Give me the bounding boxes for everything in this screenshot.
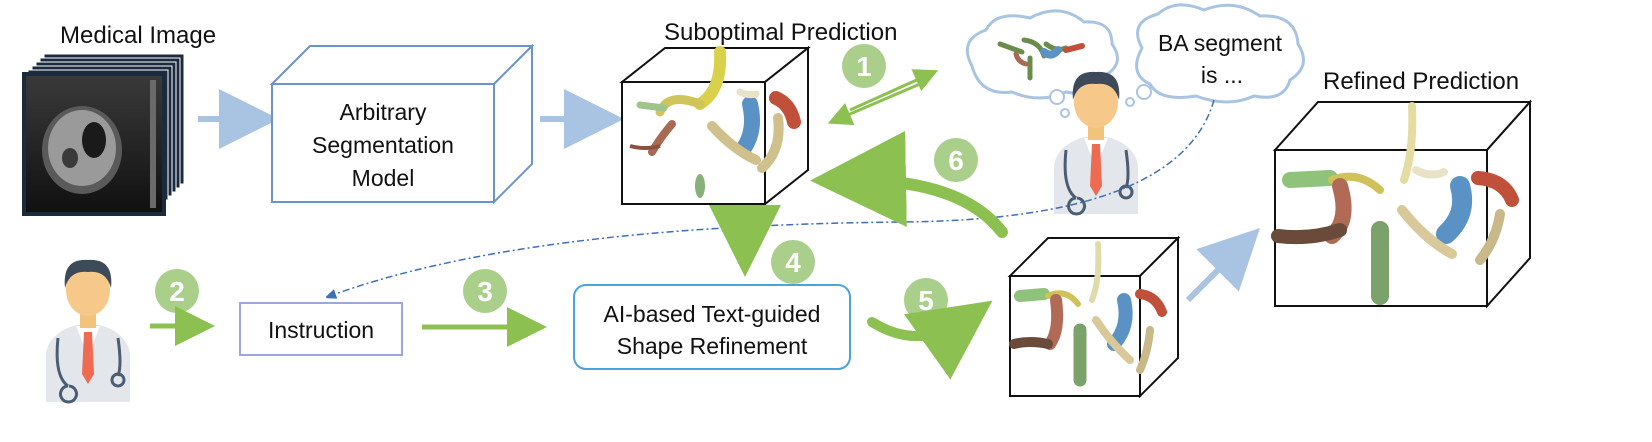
model-label-line3: Model bbox=[352, 165, 415, 191]
step-4-number: 4 bbox=[785, 247, 801, 278]
model-label-line1: Arbitrary bbox=[340, 99, 427, 125]
refinement-box bbox=[573, 284, 851, 370]
instruction-box bbox=[239, 302, 403, 356]
doctor-icon bbox=[44, 258, 132, 404]
suboptimal-prediction-title: Suboptimal Prediction bbox=[664, 19, 897, 46]
arrow-refine-to-intermediate bbox=[867, 300, 993, 380]
vessel-3d-icon bbox=[1009, 241, 1167, 387]
step-3-badge bbox=[463, 269, 507, 313]
step-2-badge bbox=[155, 269, 199, 313]
arrow-from-doctor-thought bbox=[827, 82, 921, 126]
refinement-label-line1: AI-based Text-guided bbox=[604, 301, 821, 327]
refinement-label-line2: Shape Refinement bbox=[617, 333, 808, 359]
refined-prediction-cube bbox=[1271, 99, 1533, 309]
arrow-to-doctor-thought bbox=[849, 69, 939, 112]
step-6-number: 6 bbox=[948, 145, 964, 176]
step-4-badge bbox=[771, 240, 815, 284]
segmentation-model-box: Arbitrary Segmentation Model bbox=[269, 43, 535, 205]
speech-cloud: BA segment is ... bbox=[1125, 3, 1305, 107]
thought-text-line1: BA segment bbox=[1158, 30, 1283, 56]
step-3-number: 3 bbox=[477, 276, 493, 307]
vessel-3d-icon bbox=[1271, 102, 1519, 305]
suboptimal-prediction-cube bbox=[619, 45, 811, 207]
intermediate-prediction-cube bbox=[1007, 235, 1181, 399]
medical-image-title: Medical Image bbox=[60, 22, 216, 49]
thought-text-line2: is ... bbox=[1201, 62, 1243, 88]
step-6-badge bbox=[934, 138, 978, 182]
ct-scan-stack-icon bbox=[22, 53, 185, 216]
step-2-number: 2 bbox=[169, 276, 185, 307]
model-label-line2: Segmentation bbox=[312, 132, 454, 158]
instruction-feedback-line bbox=[330, 99, 1215, 296]
instruction-label: Instruction bbox=[268, 317, 374, 343]
vessel-3d-icon bbox=[629, 46, 801, 198]
arrow-iterate-refine bbox=[810, 130, 1008, 238]
step-1-number: 1 bbox=[856, 51, 872, 82]
step-1-badge bbox=[842, 44, 886, 88]
arrow-to-refined bbox=[1185, 228, 1260, 303]
refined-prediction-title: Refined Prediction bbox=[1323, 68, 1519, 95]
step-5-number: 5 bbox=[918, 285, 934, 316]
